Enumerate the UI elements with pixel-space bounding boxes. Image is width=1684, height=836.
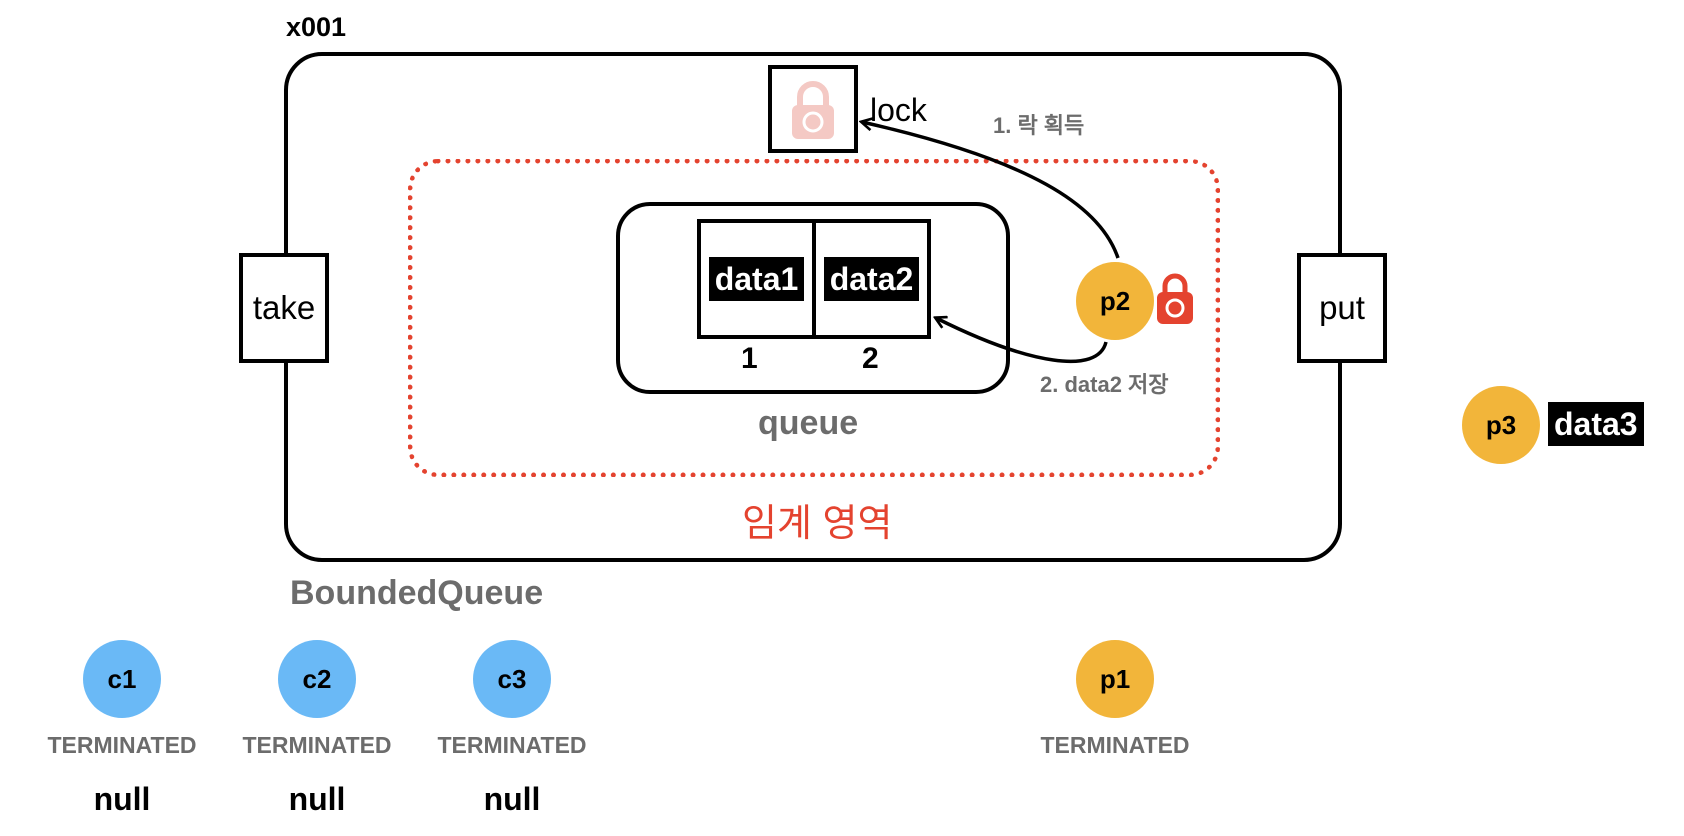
thread-name: p1 xyxy=(1099,663,1131,694)
thread-name: p3 xyxy=(1485,409,1517,440)
lock-label: lock xyxy=(870,92,927,128)
critical-section-box xyxy=(408,159,1220,477)
thread-result: null xyxy=(288,781,346,817)
thread-name: c3 xyxy=(497,663,527,694)
thread-c2-group: c2 TERMINATED null xyxy=(227,640,407,818)
thread-result: null xyxy=(93,781,151,817)
thread-p1-group: p1 TERMINATED xyxy=(1025,640,1205,759)
slot-index: 1 xyxy=(741,342,758,375)
slot-index: 2 xyxy=(862,342,879,375)
thread-c3-group: c3 TERMINATED null xyxy=(422,640,602,818)
put-method-box: put xyxy=(1297,253,1387,363)
thread-p3: p3 xyxy=(1462,386,1540,464)
lock-box xyxy=(768,65,858,153)
thread-name: p2 xyxy=(1099,285,1131,316)
queue-slot-2: data2 xyxy=(812,219,931,339)
thread-state: TERMINATED xyxy=(437,732,587,758)
class-name-label: BoundedQueue xyxy=(290,574,544,612)
step-store-data-label: 2. data2 저장 xyxy=(1040,372,1169,397)
thread-c2: c2 xyxy=(278,640,356,718)
thread-result: null xyxy=(483,781,541,817)
step-acquire-lock-label: 1. 락 획득 xyxy=(993,113,1085,138)
instance-id-label: x001 xyxy=(286,12,347,42)
thread-p2: p2 xyxy=(1076,262,1154,340)
thread-c1-group: c1 TERMINATED null xyxy=(32,640,212,818)
data-chip: data1 xyxy=(708,257,805,301)
take-method-box: take xyxy=(239,253,329,363)
thread-name: c1 xyxy=(107,663,137,694)
thread-c1: c1 xyxy=(83,640,161,718)
thread-state: TERMINATED xyxy=(47,732,197,758)
thread-c3: c3 xyxy=(473,640,551,718)
data-chip: data2 xyxy=(823,257,920,301)
arrow-acquire-lock xyxy=(862,122,1120,259)
thread-state: TERMINATED xyxy=(242,732,392,758)
thread-state: TERMINATED xyxy=(1040,732,1190,758)
data-chip: data3 xyxy=(1548,402,1644,446)
queue-slot-1: data1 xyxy=(697,219,816,339)
thread-p1: p1 xyxy=(1076,640,1154,718)
arrow-store-data xyxy=(936,318,1108,364)
put-label: put xyxy=(1319,289,1365,326)
lock-icon xyxy=(1157,273,1193,324)
lock-icon xyxy=(792,81,834,139)
critical-section-label: 임계 영역 xyxy=(742,503,893,545)
take-label: take xyxy=(252,289,316,326)
queue-label: queue xyxy=(758,404,859,442)
thread-name: c2 xyxy=(302,663,332,694)
